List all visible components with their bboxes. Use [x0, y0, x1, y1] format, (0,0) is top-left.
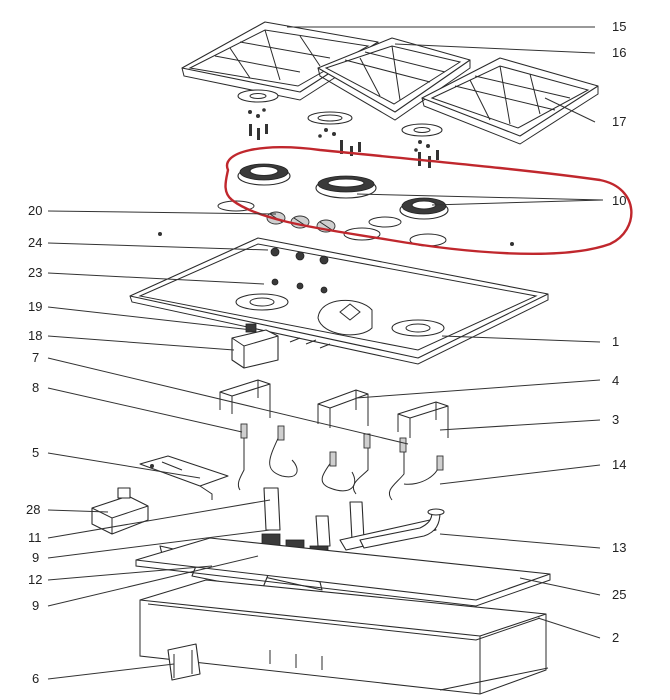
label-15: 15: [612, 19, 626, 34]
grate-right: [421, 57, 599, 145]
label-9-upper: 9: [32, 550, 39, 565]
label-18: 18: [28, 328, 42, 343]
support-plate: [139, 455, 229, 500]
burner-caps-top: [237, 89, 443, 137]
label-7: 7: [32, 350, 39, 365]
bottom-pan: [139, 579, 549, 695]
gas-pipe: [359, 508, 445, 549]
bottom-bracket: [167, 643, 201, 681]
label-16: 16: [612, 45, 626, 60]
mounting-brackets: [219, 379, 449, 438]
leader-lines: [47, 26, 604, 680]
gas-valve: [91, 487, 149, 535]
label-17: 17: [612, 114, 626, 129]
label-4: 4: [612, 373, 619, 388]
label-6: 6: [32, 671, 39, 686]
label-20: 20: [28, 203, 42, 218]
label-12: 12: [28, 572, 42, 587]
thermocouples: [237, 423, 444, 501]
label-8: 8: [32, 380, 39, 395]
label-28: 28: [26, 502, 40, 517]
burner-bases: [237, 163, 449, 220]
cooktop-plate: [129, 232, 549, 365]
insulation-sheet: [135, 537, 551, 607]
label-9-lower: 9: [32, 598, 39, 613]
label-11: 11: [28, 530, 42, 545]
label-5: 5: [32, 445, 39, 460]
ignition-module: [231, 323, 331, 369]
label-25: 25: [612, 587, 626, 602]
label-14: 14: [612, 457, 626, 472]
label-23: 23: [28, 265, 42, 280]
callout-labels: 15 16 17 10 20 24 23 19 18 1 7 4 8 3 5 1…: [26, 19, 626, 686]
label-24: 24: [28, 235, 42, 250]
label-13: 13: [612, 540, 626, 555]
highlight-outline: [224, 146, 633, 256]
label-19: 19: [28, 299, 42, 314]
label-2: 2: [612, 630, 619, 645]
label-3: 3: [612, 412, 619, 427]
grate-center: [317, 37, 471, 121]
label-10: 10: [612, 193, 626, 208]
label-1: 1: [612, 334, 619, 349]
